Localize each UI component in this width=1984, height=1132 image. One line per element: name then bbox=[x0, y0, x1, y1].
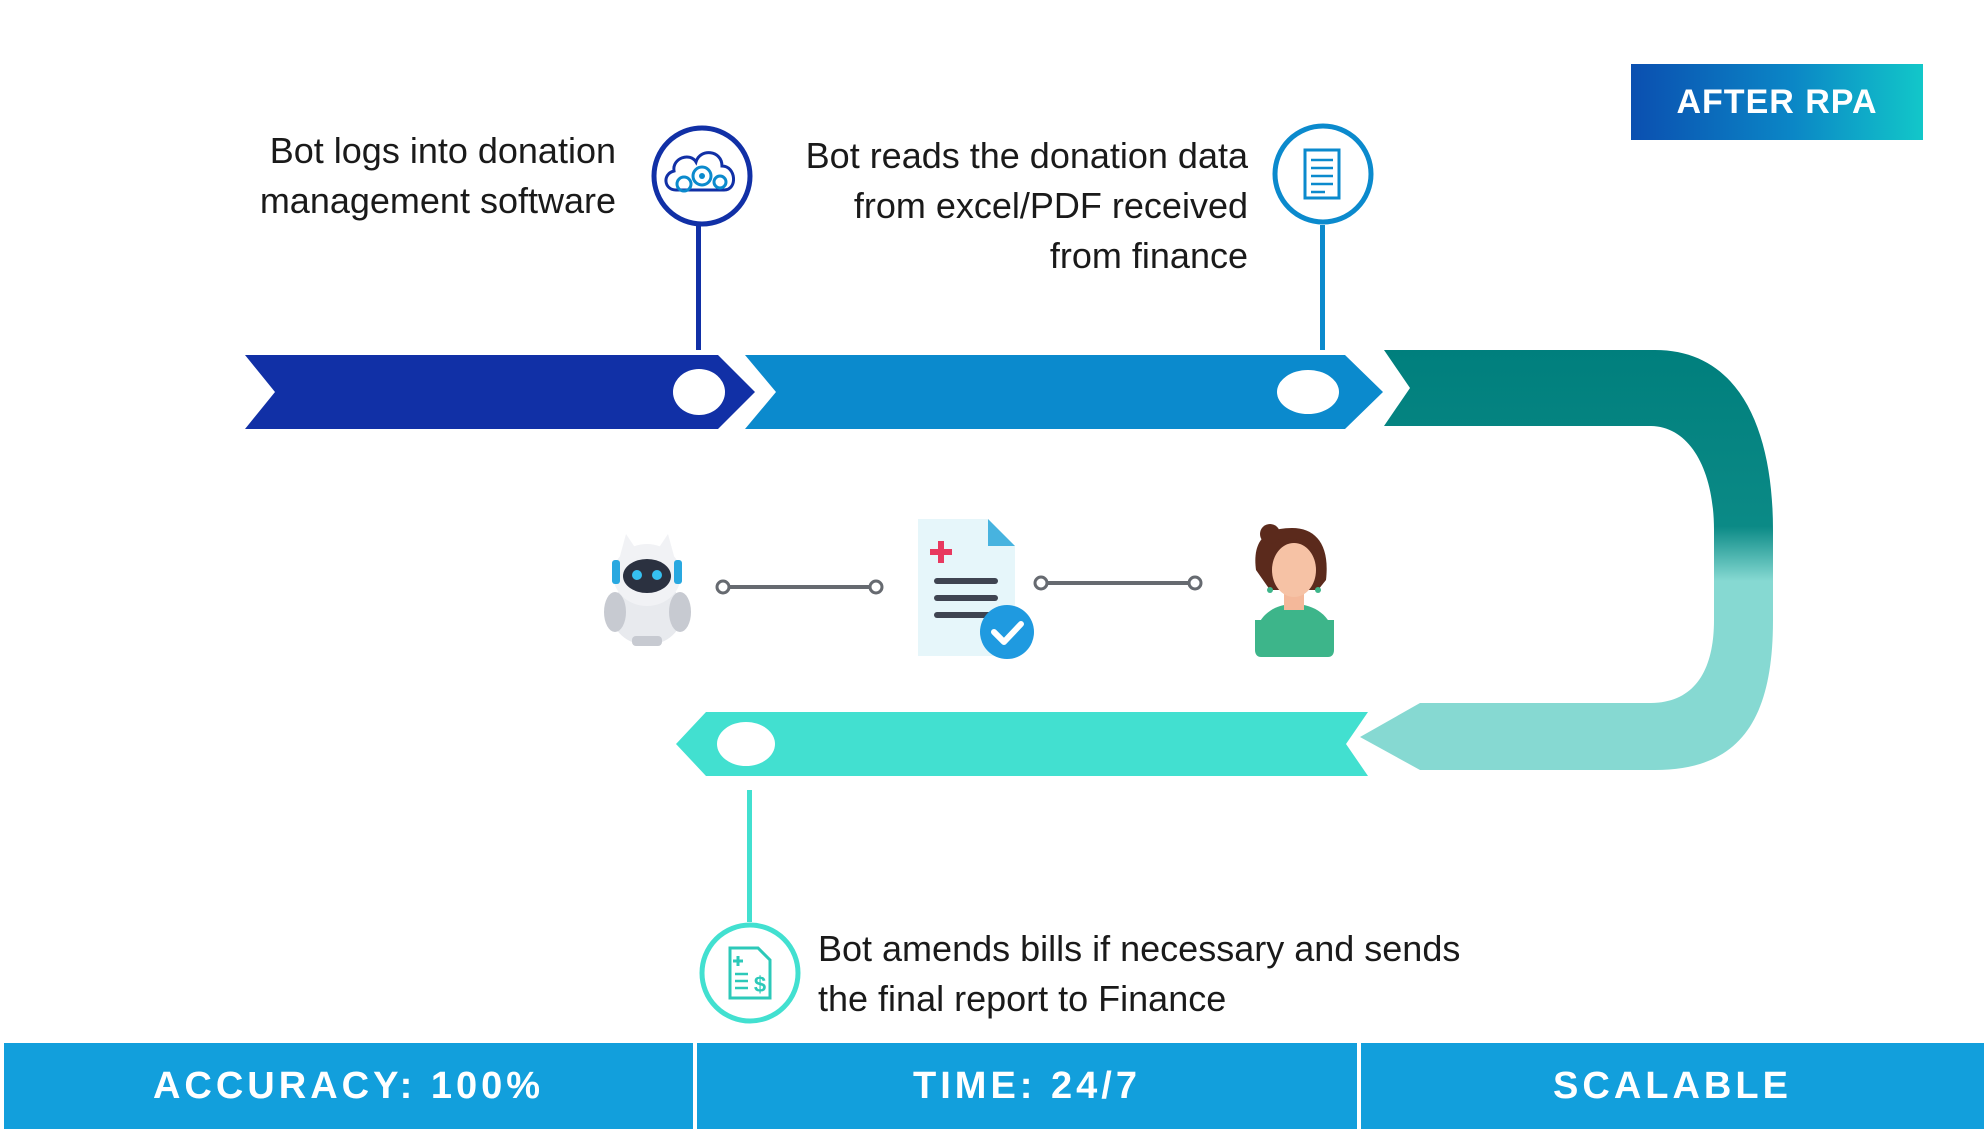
connector-line-1 bbox=[715, 579, 884, 595]
step-amend-line-1: Bot amends bills if necessary and sends bbox=[818, 928, 1461, 969]
stem-3 bbox=[747, 790, 752, 922]
timeline-dot-3 bbox=[717, 722, 775, 766]
step-login-line-1: Bot logs into donation bbox=[269, 130, 616, 171]
step-read-line-2: from excel/PDF received bbox=[853, 185, 1248, 226]
timeline-dot-1 bbox=[673, 369, 725, 415]
step-read-line-3: from finance bbox=[1049, 235, 1248, 276]
connector-line-2 bbox=[1033, 575, 1203, 591]
robot-icon bbox=[604, 534, 691, 646]
timeline-segment-3 bbox=[676, 712, 1368, 776]
stem-1 bbox=[696, 225, 701, 350]
document-icon bbox=[1272, 123, 1374, 225]
step-read-line-1: Bot reads the donation data bbox=[805, 135, 1248, 176]
person-icon bbox=[1255, 524, 1334, 657]
stem-2 bbox=[1320, 225, 1325, 350]
medical-report-check-icon bbox=[918, 519, 1034, 659]
step-amend-line-2: the final report to Finance bbox=[818, 978, 1227, 1019]
svg-text:$: $ bbox=[754, 972, 766, 997]
step-login-text: Bot logs into donation management softwa… bbox=[260, 126, 616, 226]
step-amend-text: Bot amends bills if necessary and sends … bbox=[818, 924, 1460, 1024]
timeline-dot-2 bbox=[1277, 370, 1339, 414]
footer-time: TIME: 24/7 bbox=[697, 1043, 1357, 1129]
timeline-segment-2 bbox=[745, 355, 1383, 429]
timeline-curve-band bbox=[1360, 350, 1773, 770]
step-read-text: Bot reads the donation data from excel/P… bbox=[806, 131, 1248, 281]
footer-scalable: SCALABLE bbox=[1361, 1043, 1984, 1129]
cloud-gears-icon bbox=[651, 125, 753, 227]
step-login-line-2: management software bbox=[259, 180, 616, 221]
bill-dollar-icon: $ bbox=[699, 922, 801, 1024]
footer-accuracy: ACCURACY: 100% bbox=[4, 1043, 693, 1129]
timeline-segment-1 bbox=[245, 355, 755, 429]
after-rpa-badge: AFTER RPA bbox=[1631, 64, 1923, 140]
